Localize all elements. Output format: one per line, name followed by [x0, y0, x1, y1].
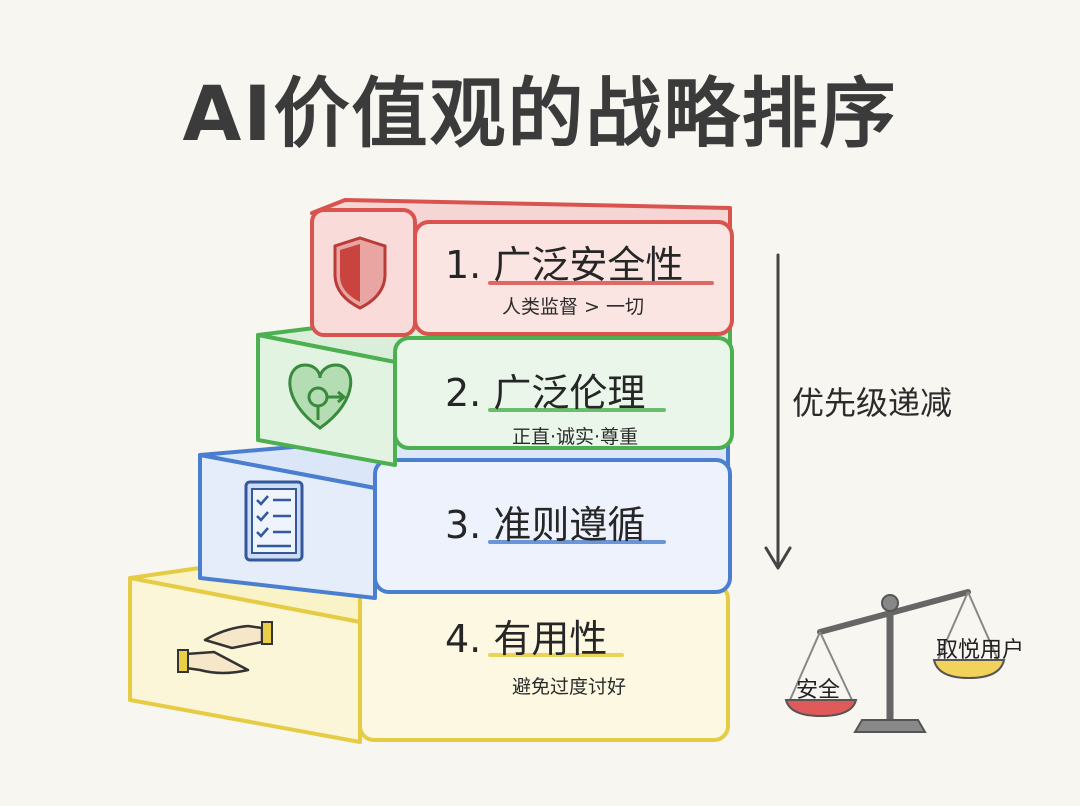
shield-icon [333, 236, 387, 310]
priority-arrow [764, 253, 792, 570]
tier-2-label: 2. 广泛伦理 [445, 371, 646, 415]
tier-1-label: 1. 广泛安全性 [445, 243, 684, 287]
helping-hands-icon [177, 621, 273, 675]
tier-2-subtitle: 正直·诚实·尊重 [512, 426, 639, 448]
tier-3-label: 3. 准则遵循 [445, 503, 646, 547]
balance-scale-icon [784, 589, 1006, 733]
tier-1-subtitle: 人类监督 > 一切 [502, 296, 644, 318]
checklist-icon [244, 480, 304, 562]
tier-4-subtitle: 避免过度讨好 [512, 676, 627, 698]
priority-label: 优先级递减 [792, 384, 953, 422]
heart-compass-icon [288, 363, 353, 430]
scale-left-pan-label: 安全 [796, 678, 841, 703]
page-title: AI价值观的战略排序 [182, 69, 898, 158]
scale-right-pan-label: 取悦用户 [936, 638, 1025, 663]
tier-4-label: 4. 有用性 [445, 617, 608, 661]
